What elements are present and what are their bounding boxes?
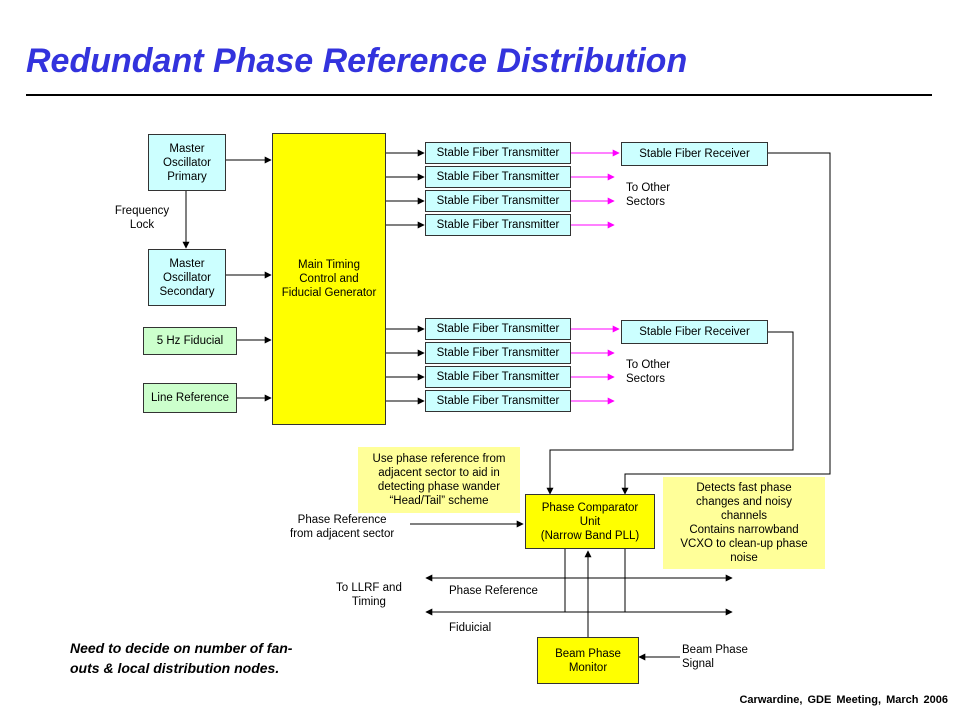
to-other-sectors-upper: To Other Sectors [626,182,671,208]
line-upper-receiver-to-comparator [621,152,831,495]
to-llrf-label: To LLRF and Timing [336,582,402,608]
frequency-lock-label: Frequency Lock [114,205,170,231]
phase-ref-adjacent-label: Phase Reference from adjacent sector [290,514,395,540]
decision-note: Need to decide on number of fan- outs & … [70,640,293,676]
fiber-transmitter: Stable Fiber Transmitter [425,166,571,188]
to-other-sectors-lower: To Other Sectors [626,359,671,385]
line-reference-box: Line Reference [143,383,237,413]
phase-comparator-unit: Phase Comparator Unit (Narrow Band PLL) [525,494,655,549]
fiber-transmitter: Stable Fiber Transmitter [425,214,571,236]
main-timing-control: Main Timing Control and Fiducial Generat… [272,133,386,425]
master-oscillator-primary: Master Oscillator Primary [148,134,226,191]
fiber-transmitter: Stable Fiber Transmitter [425,390,571,412]
fiber-transmitter: Stable Fiber Transmitter [425,318,571,340]
phase-reference-bus-label: Phase Reference [449,585,538,597]
fiducial-5hz-box: 5 Hz Fiducial [143,327,237,355]
title-rule [26,94,932,96]
fiber-transmitter: Stable Fiber Transmitter [425,366,571,388]
fiber-receiver-upper: Stable Fiber Receiver [621,142,768,166]
line-lower-receiver-to-comparator [546,331,794,495]
fiber-transmitter: Stable Fiber Transmitter [425,142,571,164]
beam-phase-signal-label: Beam Phase Signal [682,644,748,670]
footer-credit: Carwardine, GDE Meeting, March 2006 [739,694,948,706]
adjacent-sector-note: Use phase reference from adjacent sector… [358,447,520,513]
beam-phase-monitor: Beam Phase Monitor [537,637,639,684]
fiducial-bus-label: Fiduicial [449,622,492,634]
fiber-receiver-lower: Stable Fiber Receiver [621,320,768,344]
fiber-transmitter: Stable Fiber Transmitter [425,342,571,364]
detection-note: Detects fast phase changes and noisy cha… [663,477,825,569]
master-oscillator-secondary: Master Oscillator Secondary [148,249,226,306]
fiber-transmitter: Stable Fiber Transmitter [425,190,571,212]
page-title: Redundant Phase Reference Distribution [26,42,688,80]
